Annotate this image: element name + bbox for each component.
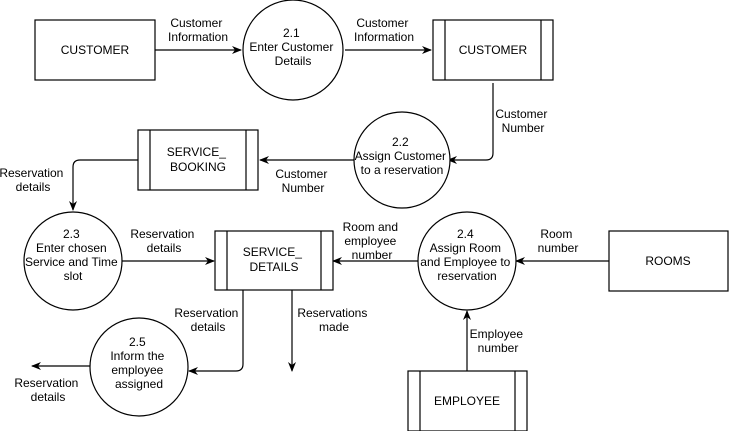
process-2-5[interactable]: 2.5 Inform the employee assigned [89,317,189,417]
entity-employee-label: EMPLOYEE [434,394,500,408]
store-service-details-label: SERVICE_ DETAILS [243,245,305,274]
entity-rooms[interactable]: ROOMS [608,230,729,292]
process-2-1-label: 2.1 Enter Customer Details [249,26,336,68]
flow-label-room-and-employee-number: Room and employee number [343,220,402,262]
flow-label-reservation-details-3: Reservation details [174,306,241,334]
process-2-1[interactable]: 2.1 Enter Customer Details [242,0,344,101]
store-service-booking-label: SERVICE_ BOOKING [167,145,229,174]
process-2-4[interactable]: 2.4 Assign Room and Employee to reservat… [417,211,517,311]
flow-label-customer-information-1: Customer Information [168,16,228,44]
entity-customer-label: CUSTOMER [61,43,130,57]
flow-label-reservations-made: Reservations made [297,306,370,334]
process-2-2-label: 2.2 Assign Customer to a reservation [355,135,450,177]
flow-label-customer-number-2: Customer Number [275,167,330,195]
flow-label-reservation-details-4: Reservation details [14,376,81,404]
process-2-3[interactable]: 2.3 Enter chosen Service and Time slot [23,211,123,311]
flow-service-details-to-p25 [188,290,244,375]
store-customer[interactable]: CUSTOMER [432,19,554,81]
flow-label-reservation-details-2: Reservation details [130,227,197,255]
entity-rooms-label: ROOMS [645,254,690,268]
flow-label-room-number: Room number [538,227,579,255]
store-customer-label: CUSTOMER [459,43,528,57]
process-2-4-label: 2.4 Assign Room and Employee to reservat… [420,227,513,283]
flow-label-employee-number: Employee number [470,327,527,355]
entity-customer[interactable]: CUSTOMER [34,19,156,81]
process-2-3-label: 2.3 Enter chosen Service and Time slot [25,227,121,283]
flow-service-booking-to-p23 [69,159,138,211]
flow-customer-store-to-p22 [447,83,494,164]
entity-employee[interactable]: EMPLOYEE [407,370,528,431]
process-2-2[interactable]: 2.2 Assign Customer to a reservation [353,111,451,209]
process-2-5-label: 2.5 Inform the employee assigned [110,335,167,391]
store-service-details[interactable]: SERVICE_ DETAILS [214,230,334,291]
flow-label-customer-number-1: Customer Number [495,107,550,135]
store-service-booking[interactable]: SERVICE_ BOOKING [137,129,259,191]
flow-label-reservation-details-1: Reservation details [0,166,67,194]
flow-label-customer-information-2: Customer Information [354,16,414,44]
